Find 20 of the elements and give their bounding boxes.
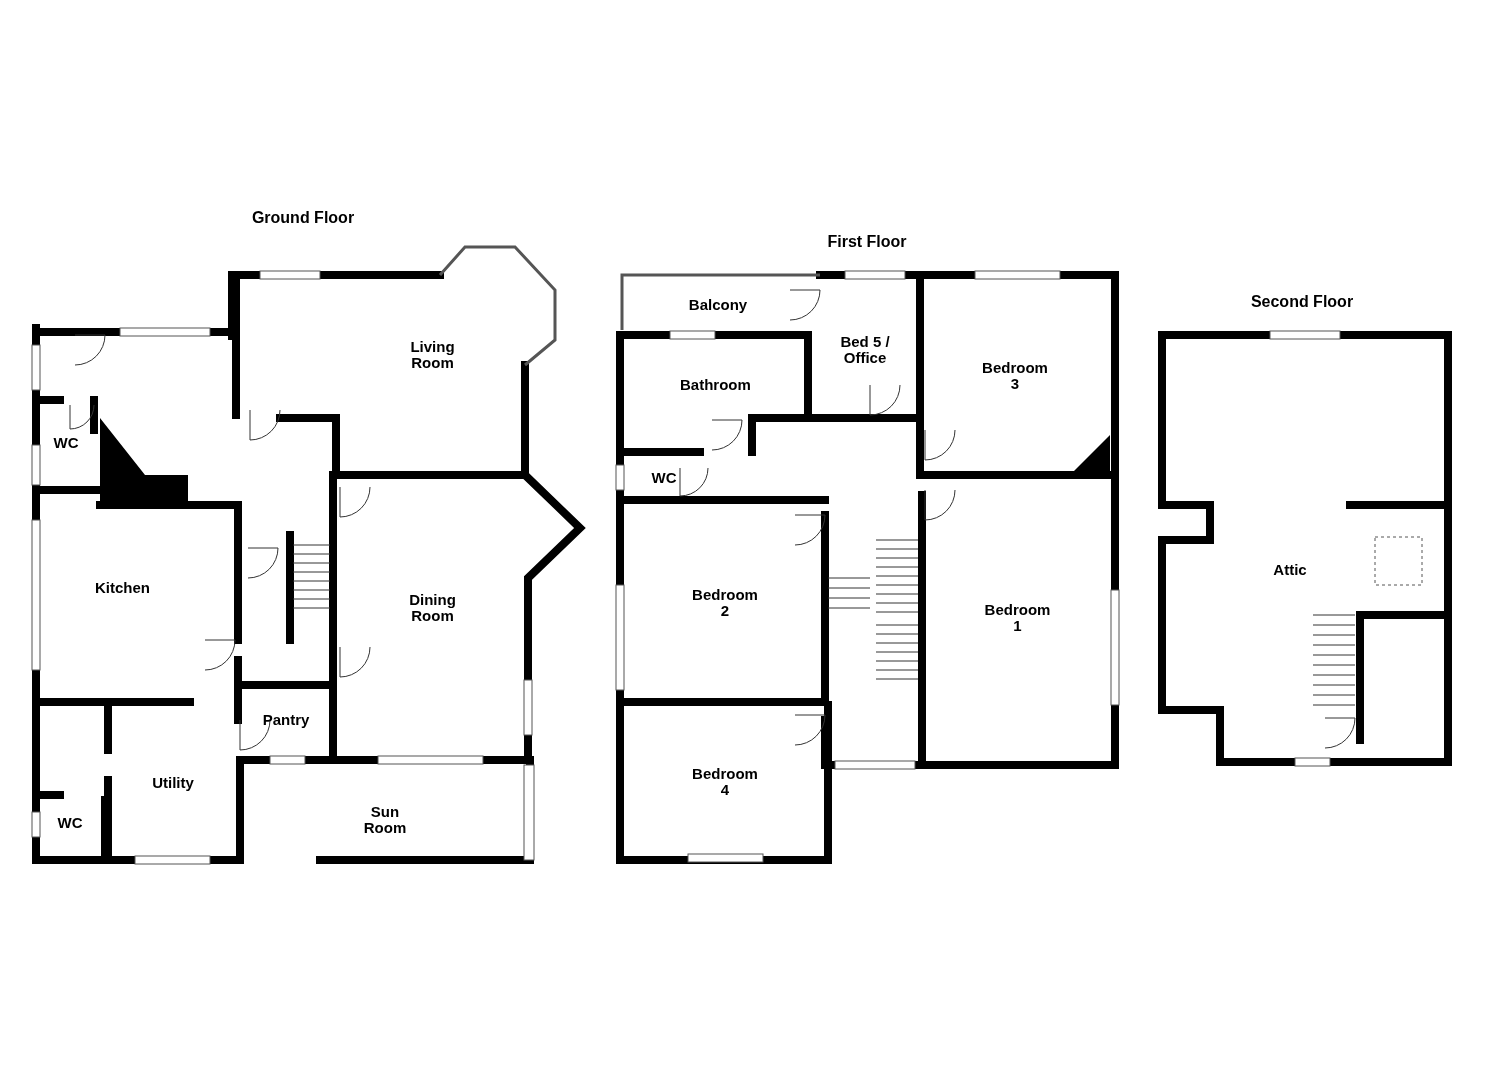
- room-label: WC: [57, 814, 83, 831]
- room-label: Utility: [152, 774, 194, 791]
- room-label: Dining Room: [408, 591, 457, 624]
- room-label: Pantry: [262, 712, 310, 728]
- floor-title: Ground Floor: [251, 209, 355, 227]
- room-label: Bathroom: [680, 377, 750, 393]
- room-label: Bedroom 1: [983, 601, 1052, 634]
- room-label: Bedroom 4: [691, 765, 759, 798]
- room-label: Sun Room: [362, 804, 408, 836]
- room-label: WC: [53, 434, 79, 451]
- room-label: Bed 5 / Office: [839, 334, 891, 366]
- room-label: Kitchen: [95, 579, 150, 596]
- room-label: Living Room: [409, 339, 456, 371]
- room-label: WC: [651, 469, 677, 486]
- floor-title: First Floor: [827, 233, 907, 251]
- room-label: Attic: [1273, 562, 1307, 578]
- room-label: Balcony: [688, 297, 748, 313]
- room-label: Bedroom 2: [691, 586, 759, 619]
- floor-title: Second Floor: [1250, 293, 1354, 311]
- room-label: Bedroom 3: [981, 360, 1049, 392]
